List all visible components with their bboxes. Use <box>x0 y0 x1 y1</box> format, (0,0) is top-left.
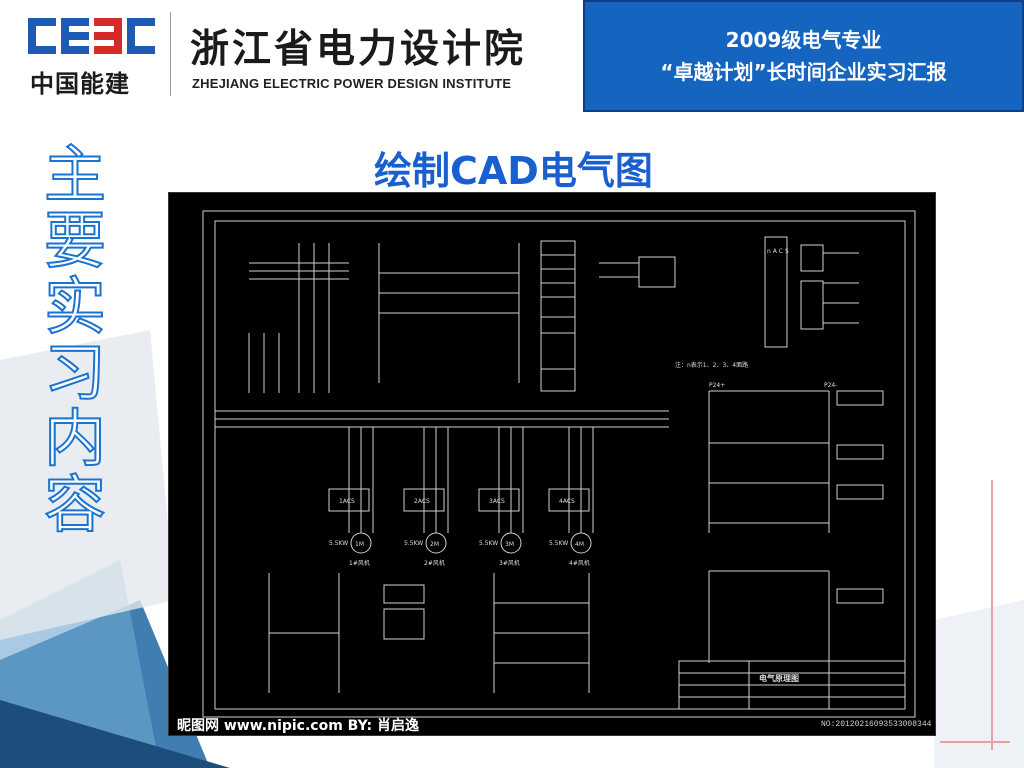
motor-label-2m: 2M <box>430 541 439 548</box>
cad-schematic: 1M 2M 3M 4M 1#风机 2#风机 3#风机 4#风机 5.5KW 5.… <box>202 210 916 718</box>
institute-name-en: ZHEJIANG ELECTRIC POWER DESIGN INSTITUTE <box>192 76 512 91</box>
fan-label-3: 3#风机 <box>499 559 520 567</box>
power-label-3: 5.5KW <box>479 540 498 547</box>
cad-drawing-image: 1M 2M 3M 4M 1#风机 2#风机 3#风机 4#风机 5.5KW 5.… <box>168 192 936 736</box>
report-title-box: 2009级电气专业 “卓越计划”长时间企业实习汇报 <box>583 0 1024 112</box>
power-label-1: 5.5KW <box>329 540 348 547</box>
side-title-char: 主 <box>43 138 107 211</box>
report-title-line2: “卓越计划”长时间企业实习汇报 <box>660 60 947 84</box>
logo-chinese-text: 中国能建 <box>30 70 130 98</box>
acs-label-4: 4ACS <box>559 498 575 505</box>
p24-plus-label: P24+ <box>709 382 725 389</box>
side-title-char: 容 <box>43 468 107 541</box>
acs-label-3: 3ACS <box>489 498 505 505</box>
p24-minus-label: P24- <box>824 382 837 389</box>
fan-label-2: 2#风机 <box>424 559 445 567</box>
watermark-left: 昵图网 www.nipic.com BY: 肖启逸 <box>177 718 419 734</box>
watermark-right: NO:20120216093533008344 <box>821 720 932 729</box>
header-divider <box>170 12 171 96</box>
power-label-4: 5.5KW <box>549 540 568 547</box>
side-title: 主 要 实 习 内 容 <box>30 138 120 541</box>
side-title-char: 要 <box>43 204 107 277</box>
note-label: 注：n表示1、2、3、4面路 <box>675 361 748 369</box>
side-title-char: 习 <box>43 336 107 409</box>
institute-name-cn: 浙江省电力设计院 <box>190 27 527 72</box>
motor-label-3m: 3M <box>505 541 514 548</box>
power-label-2: 5.5KW <box>404 540 423 547</box>
fan-label-1: 1#风机 <box>349 559 370 567</box>
motor-label-1m: 1M <box>355 541 364 548</box>
slide-title: 绘制CAD电气图 <box>374 149 653 193</box>
side-title-char: 内 <box>43 402 107 475</box>
fan-label-4: 4#风机 <box>569 559 590 567</box>
drawing-title: 电气原理图 <box>759 673 799 683</box>
acs-label-2: 2ACS <box>414 498 430 505</box>
header: 中国能建 浙江省电力设计院 ZHEJIANG ELECTRIC POWER DE… <box>0 0 1024 112</box>
report-title-line1: 2009级电气专业 <box>725 28 882 52</box>
nacs-label: n A C S <box>767 248 789 255</box>
side-title-char: 实 <box>43 270 107 343</box>
motor-label-4m: 4M <box>575 541 584 548</box>
ceec-logo-icon <box>28 18 155 54</box>
acs-label-1: 1ACS <box>339 498 355 505</box>
